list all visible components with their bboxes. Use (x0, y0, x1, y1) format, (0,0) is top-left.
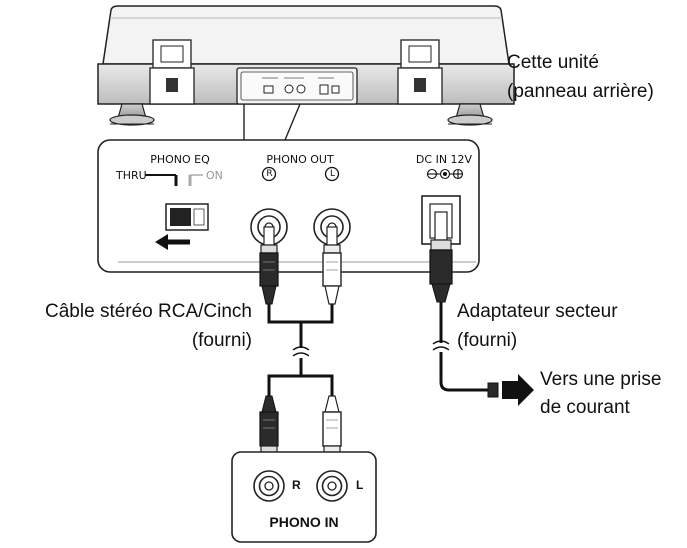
phono-in-right-jack (253, 470, 285, 502)
on-label: ON (206, 169, 223, 182)
left-mark-label: L (329, 169, 335, 179)
arrow-right-icon (502, 374, 534, 406)
ac-adapter-cable (429, 211, 534, 406)
right-hinge (397, 39, 443, 105)
dc-in-label: DC IN 12V (415, 153, 473, 166)
turntable-illustration (97, 5, 515, 126)
rca-plug-right-top (259, 226, 279, 305)
right-foot (447, 103, 493, 126)
outlet-label-line2: de courant (540, 397, 630, 418)
amp-left-label: L (356, 478, 364, 492)
left-foot (109, 103, 155, 126)
rear-panel-mini (236, 67, 358, 105)
phono-eq-switch (155, 203, 209, 250)
zoom-callout (243, 103, 301, 141)
amp-right-label: R (292, 478, 301, 492)
phono-out-label: PHONO OUT (266, 153, 334, 166)
phono-eq-indicator (145, 174, 203, 186)
unit-label-line1: Cette unité (507, 52, 599, 73)
cable-label-line1: Câble stéréo RCA/Cinch (45, 301, 252, 322)
outlet-label-line1: Vers une prise (540, 369, 662, 390)
dc-polarity-symbol (426, 168, 464, 180)
channel-marks (261, 166, 340, 182)
phono-in-left-jack (316, 470, 348, 502)
adapter-label-line1: Adaptateur secteur (457, 301, 618, 322)
amplifier-panel (231, 451, 377, 543)
phono-eq-label: PHONO EQ (150, 153, 210, 166)
thru-label: THRU (116, 169, 147, 182)
right-mark-label: R (266, 169, 273, 179)
unit-label-line2: (panneau arrière) (507, 81, 654, 102)
left-hinge (149, 39, 195, 105)
adapter-label-line2: (fourni) (457, 330, 518, 351)
cable-label-line2: (fourni) (191, 330, 252, 351)
phono-in-label: PHONO IN (269, 514, 339, 530)
rca-plug-left-top (322, 226, 342, 305)
